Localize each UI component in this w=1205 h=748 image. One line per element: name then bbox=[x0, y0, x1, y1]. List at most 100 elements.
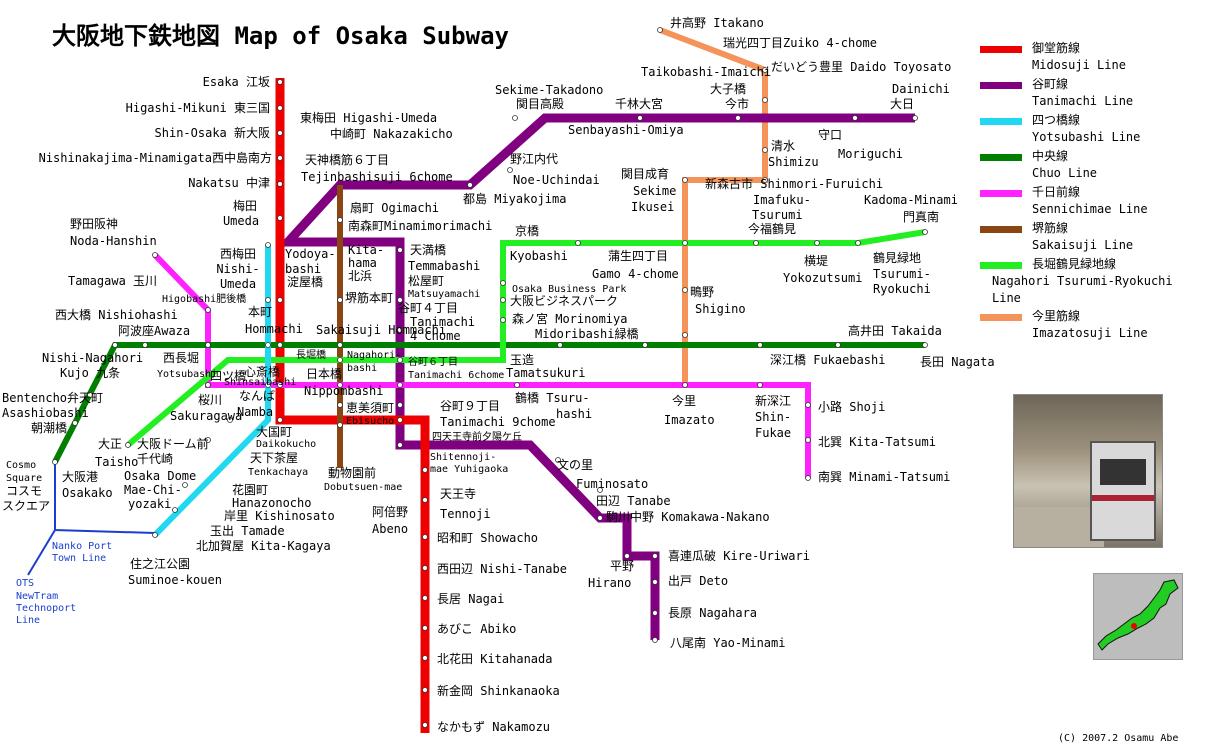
station-dot bbox=[422, 722, 428, 728]
station-label: Tanimachi bbox=[410, 315, 475, 329]
station-dot bbox=[642, 342, 648, 348]
station-dot bbox=[87, 392, 93, 398]
station-dot bbox=[597, 515, 603, 521]
station-label: 平野 bbox=[610, 559, 634, 573]
station-label: 今福鶴見 bbox=[748, 221, 796, 236]
station-label: 東梅田 Higashi-Umeda bbox=[300, 110, 437, 125]
station-label: Yodoya- bbox=[285, 247, 336, 261]
station-label: 今市 bbox=[725, 96, 749, 111]
subway-line-path bbox=[275, 78, 430, 733]
station-label: 関目高殿 bbox=[516, 96, 564, 111]
station-label: 南森町Minamimorimachi bbox=[348, 218, 492, 233]
station-label: なんば bbox=[239, 389, 275, 403]
station-label: Tanimachi 6chome bbox=[408, 370, 504, 381]
station-label: 昭和町 Showacho bbox=[437, 531, 538, 545]
station-label: Taisho bbox=[95, 455, 138, 469]
legend-swatch bbox=[980, 314, 1022, 321]
station-dot bbox=[265, 297, 271, 303]
station-label: Mae-Chi- bbox=[124, 483, 182, 497]
station-dot bbox=[652, 579, 658, 585]
station-label: 谷町４丁目 bbox=[398, 301, 458, 315]
station-dot bbox=[757, 342, 763, 348]
station-dot bbox=[467, 182, 473, 188]
line-layer bbox=[27, 27, 928, 733]
station-label: 谷町６丁目 bbox=[408, 356, 458, 368]
legend-swatch bbox=[980, 190, 1022, 197]
station-dot bbox=[277, 130, 283, 136]
station-label: 大阪港 bbox=[62, 470, 98, 484]
station-label: Shigino bbox=[695, 302, 746, 316]
station-label: NewTram bbox=[16, 591, 58, 602]
station-label: 高井田 Takaida bbox=[848, 323, 942, 338]
station-label: Fukae bbox=[755, 426, 791, 440]
station-label: Kyobashi bbox=[510, 249, 568, 263]
station-dot bbox=[182, 482, 188, 488]
station-dot bbox=[397, 247, 403, 253]
station-dot bbox=[805, 475, 811, 481]
station-dot bbox=[337, 217, 343, 223]
station-dot bbox=[500, 280, 506, 286]
station-dot bbox=[422, 595, 428, 601]
station-label: 堺筋本町 bbox=[345, 290, 393, 305]
station-label: なかもず Nakamozu bbox=[437, 720, 550, 734]
station-label: Cosmo bbox=[6, 460, 36, 471]
station-label: Kujo 九条 bbox=[60, 366, 120, 380]
station-label: 大阪ビジネスパーク bbox=[510, 294, 618, 308]
subway-line-path bbox=[277, 113, 915, 640]
station-dot bbox=[835, 342, 841, 348]
station-label: Esaka 江坂 bbox=[203, 75, 270, 89]
station-dot bbox=[757, 382, 763, 388]
station-label: Senbayashi-Omiya bbox=[568, 123, 684, 137]
station-label: 阿倍野 bbox=[372, 504, 408, 519]
station-label: hama bbox=[348, 256, 377, 270]
station-label: 瑞光四丁目Zuiko 4-chome bbox=[723, 36, 877, 50]
station-dot bbox=[205, 342, 211, 348]
station-label: 天王寺 bbox=[440, 487, 476, 501]
train-shape bbox=[1090, 441, 1156, 541]
legend-swatch bbox=[980, 46, 1022, 53]
station-label: yozaki bbox=[128, 497, 171, 511]
station-label: あびこ Abiko bbox=[437, 622, 516, 636]
station-label: Daikokucho bbox=[256, 439, 316, 450]
station-label: Shitennoji- bbox=[430, 452, 496, 463]
station-label: 出戸 Deto bbox=[668, 574, 728, 588]
legend-swatch bbox=[980, 226, 1022, 233]
station-dot bbox=[265, 242, 271, 248]
station-dot bbox=[422, 687, 428, 693]
station-label: 日本橋 bbox=[306, 367, 342, 381]
station-label: Noe-Uchindai bbox=[513, 173, 600, 187]
station-label: 西田辺 Nishi-Tanabe bbox=[437, 562, 567, 576]
station-label: Dobutsuen-mae bbox=[324, 482, 402, 493]
station-dot bbox=[112, 342, 118, 348]
station-label: 横堤 bbox=[804, 254, 828, 268]
japan-outline-icon bbox=[1097, 579, 1179, 651]
station-label: 天満橋 bbox=[410, 243, 446, 257]
station-dot bbox=[514, 382, 520, 388]
station-label: 中崎町 Nakazakicho bbox=[330, 126, 453, 141]
station-dot bbox=[422, 655, 428, 661]
station-label: Line bbox=[16, 615, 40, 626]
station-label: Tanimachi 9chome bbox=[440, 415, 556, 429]
train-stripe-shape bbox=[1092, 495, 1154, 501]
subway-line-path bbox=[152, 245, 271, 538]
station-label: スクエア bbox=[2, 499, 50, 513]
station-dot bbox=[397, 402, 403, 408]
station-label: 西長堀 bbox=[163, 350, 199, 365]
station-label: Shin- bbox=[755, 410, 791, 424]
station-dot bbox=[682, 177, 688, 183]
station-label: Kita- bbox=[348, 243, 384, 257]
station-dot bbox=[277, 79, 283, 85]
station-label: 深江橋 Fukaebashi bbox=[770, 353, 885, 367]
station-label: 北花田 Kitahanada bbox=[437, 651, 552, 666]
station-dot bbox=[624, 553, 630, 559]
station-label: 玉出 Tamade bbox=[210, 524, 285, 538]
station-dot bbox=[172, 507, 178, 513]
station-label: Noda-Hanshin bbox=[70, 234, 157, 248]
station-label: Gamo 4-chome bbox=[592, 267, 679, 281]
station-label: Tejinbashisuji 6chome bbox=[301, 170, 453, 184]
